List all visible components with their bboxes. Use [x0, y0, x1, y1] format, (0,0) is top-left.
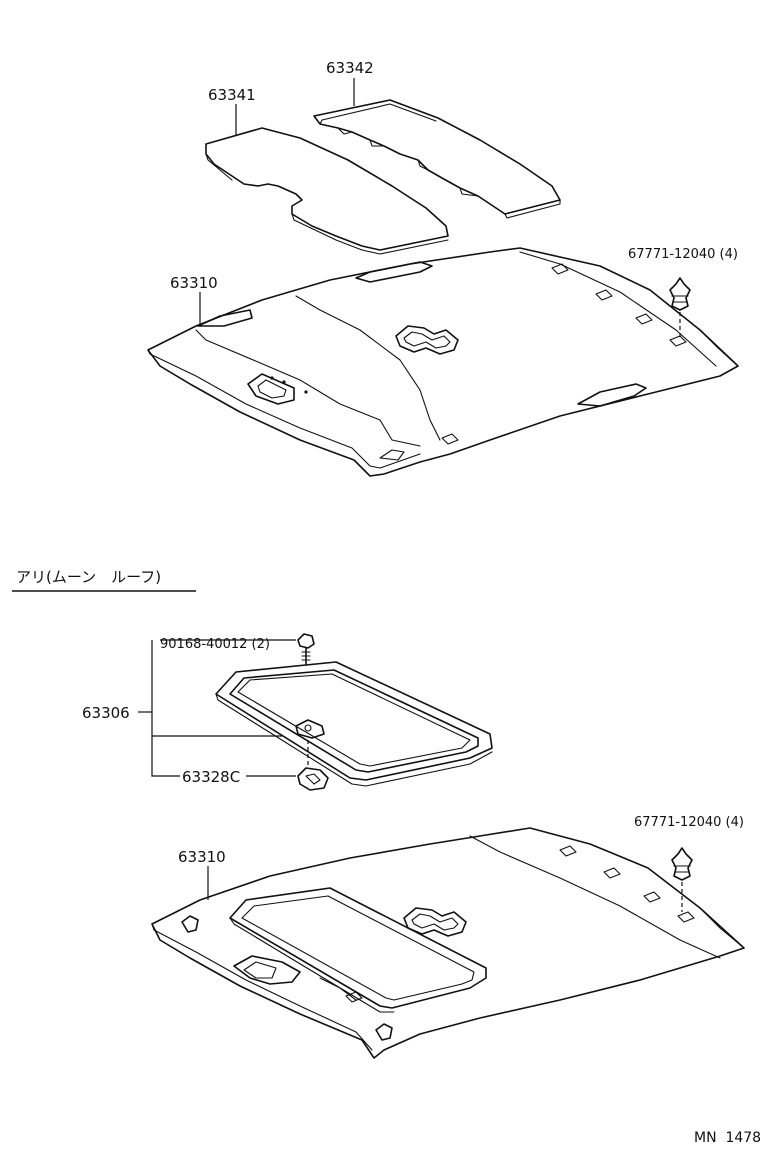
pad-front [205, 127, 449, 255]
clip-bottom [671, 847, 693, 912]
headliner-top [147, 247, 739, 477]
clip-63328c [297, 740, 329, 791]
bracket-63306 [151, 640, 180, 777]
label-clip-top: 67771-12040 (4) [628, 247, 738, 262]
top-assembly: 63341 63342 63310 67771-12040 (4) [147, 59, 739, 477]
label-pad-front: 63341 [208, 86, 256, 104]
label-pad-rear: 63342 [326, 59, 374, 77]
footer-code: MN 1478 [694, 1130, 761, 1146]
label-garnish-assy: 63306 [82, 704, 130, 722]
headliner-bottom [151, 827, 745, 1059]
garnish-frame [215, 661, 493, 787]
bottom-assembly: 90168-40012 (2) 63306 63328C [82, 633, 745, 1059]
clip-top [669, 277, 691, 338]
label-headliner-bottom: 63310 [178, 848, 226, 866]
label-clip-part: 63328C [182, 768, 240, 786]
pad-rear [313, 99, 561, 219]
section-title: アリ(ムーン ルーフ) [16, 568, 161, 586]
label-clip-bottom: 67771-12040 (4) [634, 815, 744, 830]
label-screw: 90168-40012 (2) [160, 637, 270, 652]
label-headliner-top: 63310 [170, 274, 218, 292]
section-header: アリ(ムーン ルーフ) [12, 568, 196, 592]
